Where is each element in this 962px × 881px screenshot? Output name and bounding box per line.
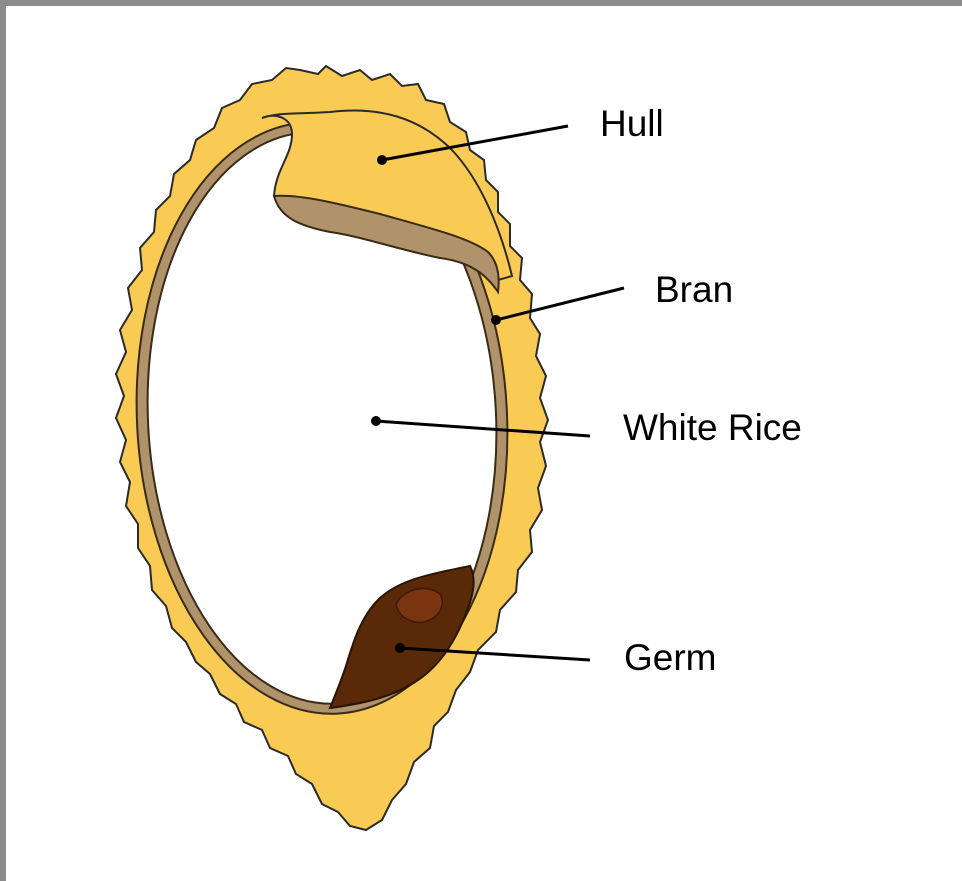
hull-label: Hull bbox=[600, 103, 664, 144]
germ-label: Germ bbox=[624, 637, 717, 678]
bran-label: Bran bbox=[655, 269, 733, 310]
white-rice-label: White Rice bbox=[623, 407, 802, 448]
bran-pointer-dot bbox=[491, 315, 501, 325]
germ-pointer-dot bbox=[395, 643, 405, 653]
hull-pointer-dot bbox=[377, 155, 387, 165]
white-rice-pointer-dot bbox=[371, 416, 381, 426]
